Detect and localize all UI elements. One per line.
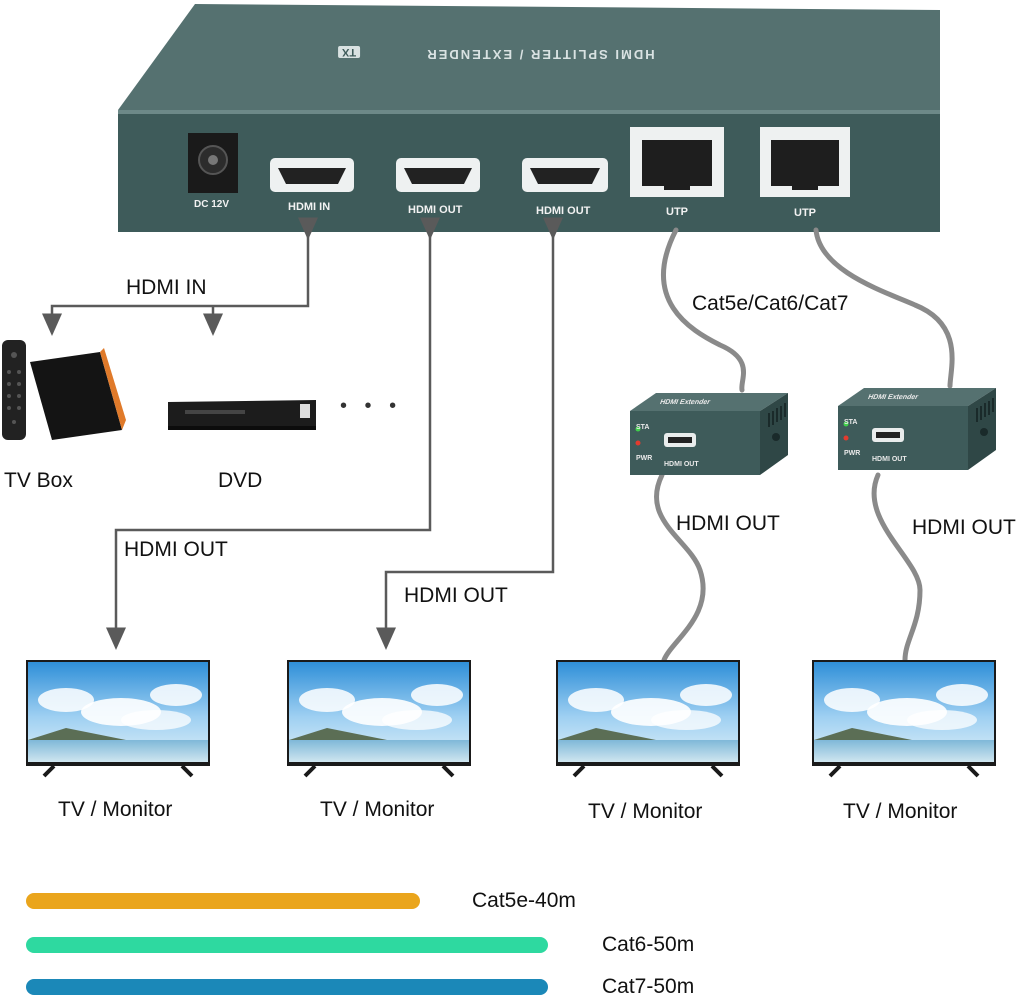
receiver-1-port: HDMI OUT <box>664 461 699 468</box>
hdmi-out-port-2-icon <box>522 158 608 192</box>
legend-label-cat7: Cat7-50m <box>602 975 695 998</box>
hdmi-out-label-rx2: HDMI OUT <box>912 516 1016 539</box>
splitter-top-face <box>118 4 940 110</box>
tv-box-label: TV Box <box>4 469 73 492</box>
receiver-2-title: HDMI Extender <box>866 394 920 401</box>
port-label-hdmi-in: HDMI IN <box>288 201 331 213</box>
receiver-2 <box>837 387 997 471</box>
tv-monitor-3 <box>554 658 742 778</box>
more-sources-ellipsis: • • • <box>340 395 403 417</box>
receiver-2-port: HDMI OUT <box>872 456 907 463</box>
tx-badge: TX <box>338 46 361 58</box>
receiver-1 <box>629 392 789 476</box>
tv-monitor-4 <box>810 658 998 778</box>
dvd-label: DVD <box>218 469 263 492</box>
port-label-utp-2: UTP <box>794 207 816 219</box>
utp-port-2-icon <box>760 127 850 197</box>
receiver-1-pwr: PWR <box>636 455 653 462</box>
hdmi-out-label-2: HDMI OUT <box>404 584 508 607</box>
port-label-utp-1: UTP <box>666 206 688 218</box>
cable-type-label: Cat5e/Cat6/Cat7 <box>692 292 849 315</box>
legend-label-cat5e: Cat5e-40m <box>472 889 576 912</box>
port-label-hdmi-out-1: HDMI OUT <box>408 204 463 216</box>
tv-label-2: TV / Monitor <box>320 798 435 821</box>
hdmi-out-label-1: HDMI OUT <box>124 538 228 561</box>
port-label-dc: DC 12V <box>194 199 230 210</box>
receiver-2-sta: STA <box>844 419 858 426</box>
utp-cables <box>661 227 955 393</box>
tv-label-4: TV / Monitor <box>843 800 958 823</box>
tv-label-3: TV / Monitor <box>588 800 703 823</box>
splitter-top-text: HDMI SPLITTER / EXTENDER <box>425 47 654 62</box>
utp-port-1-icon <box>630 127 724 197</box>
hdmi-out-label-rx1: HDMI OUT <box>676 512 780 535</box>
port-label-hdmi-out-2: HDMI OUT <box>536 205 591 217</box>
legend-label-cat6: Cat6-50m <box>602 933 695 956</box>
tv-monitor-2 <box>285 658 473 778</box>
tv-monitor-1 <box>24 658 212 778</box>
hdmi-in-label: HDMI IN <box>126 276 207 299</box>
hdmi-out-2-connector-line <box>376 217 563 650</box>
hdmi-out-port-1-icon <box>396 158 480 192</box>
hdmi-out-cables <box>653 472 923 663</box>
receiver-2-pwr: PWR <box>844 450 861 457</box>
cable-length-legend <box>26 893 548 995</box>
receiver-1-title: HDMI Extender <box>658 399 712 406</box>
hdmi-in-port-icon <box>270 158 354 192</box>
svg-text:HDMI SPLITTER / EXTENDER: HDMI SPLITTER / EXTENDER <box>425 47 654 62</box>
dvd-player-icon <box>168 400 316 430</box>
receiver-1-sta: STA <box>636 424 650 431</box>
splitter-device: HDMI SPLITTER / EXTENDER <box>118 4 940 232</box>
tv-label-1: TV / Monitor <box>58 798 173 821</box>
tv-box-icon <box>2 340 126 440</box>
